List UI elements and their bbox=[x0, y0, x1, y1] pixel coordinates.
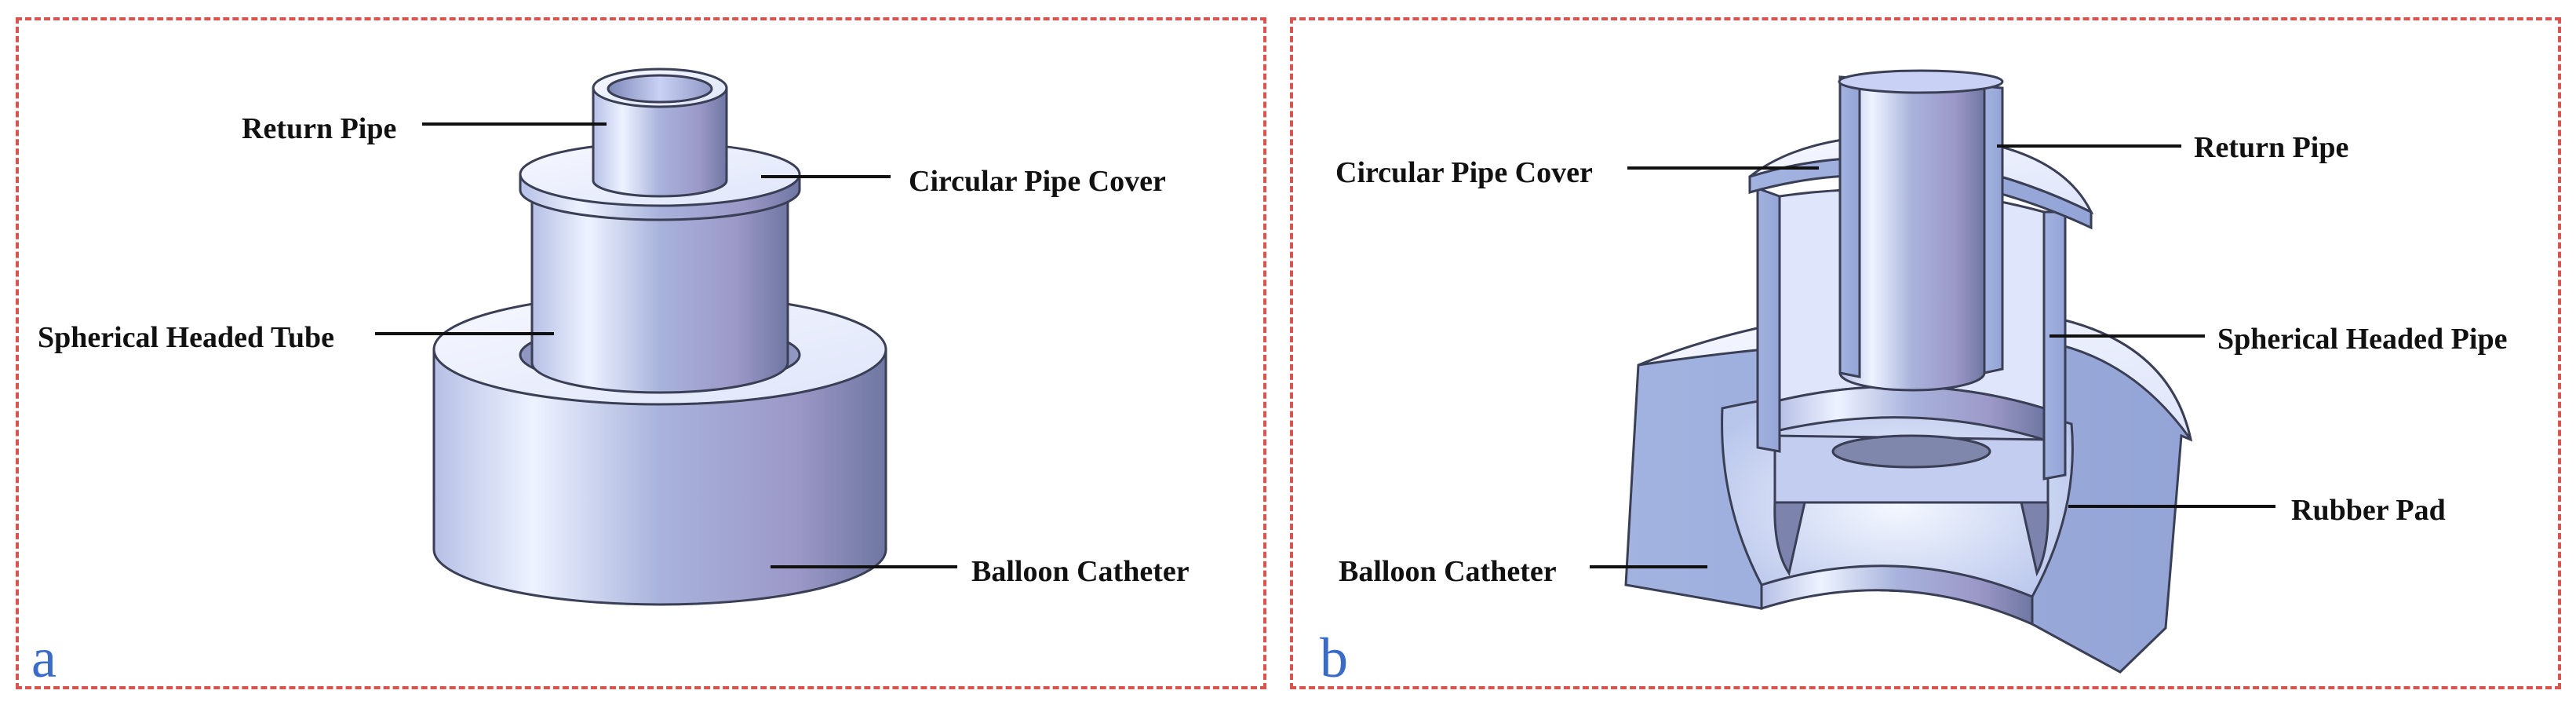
return-pipe-part bbox=[592, 68, 728, 198]
label-rubber-pad-b: Rubber Pad bbox=[2291, 494, 2446, 527]
panel-letter-a: a bbox=[31, 626, 56, 689]
model-a bbox=[432, 68, 887, 606]
panel-a-frame bbox=[16, 17, 1266, 689]
label-circular-pipe-cover-a: Circular Pipe Cover bbox=[909, 165, 1166, 198]
label-balloon-catheter-a: Balloon Catheter bbox=[971, 555, 1190, 588]
panel-letter-b: b bbox=[1320, 626, 1348, 689]
model-b bbox=[1624, 69, 2193, 674]
label-balloon-catheter-b: Balloon Catheter bbox=[1339, 555, 1557, 588]
spherical-headed-tube-part bbox=[530, 191, 789, 394]
label-circular-pipe-cover-b: Circular Pipe Cover bbox=[1335, 156, 1593, 189]
return-pipe-section bbox=[1838, 69, 2004, 392]
label-return-pipe-a: Return Pipe bbox=[242, 112, 396, 145]
label-spherical-headed-pipe-b: Spherical Headed Pipe bbox=[2217, 323, 2507, 356]
label-spherical-headed-tube-a: Spherical Headed Tube bbox=[38, 321, 334, 354]
panel-b-frame bbox=[1290, 17, 2561, 689]
circular-pipe-cover-part bbox=[519, 141, 801, 221]
label-return-pipe-b: Return Pipe bbox=[2194, 131, 2348, 164]
rubber-pad-section bbox=[1773, 434, 2050, 577]
